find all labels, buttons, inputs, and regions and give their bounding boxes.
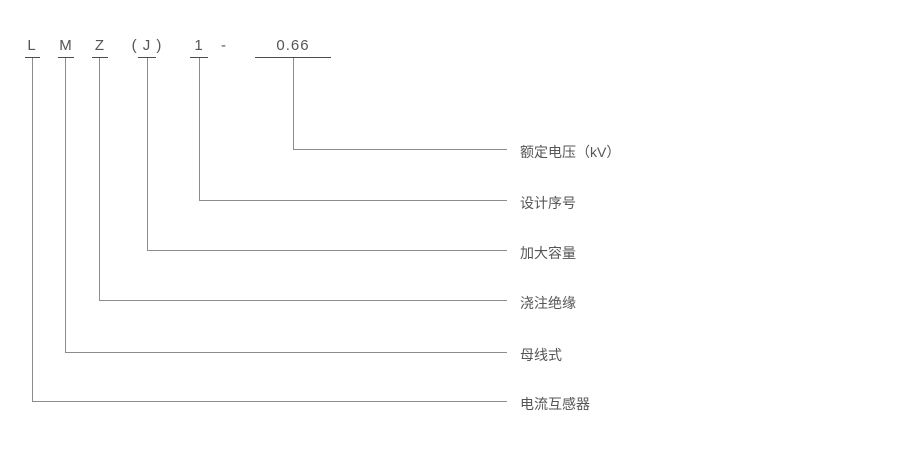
callout-label-rated-voltage: 额定电压（kV） (520, 144, 621, 160)
code-part-L: L (27, 37, 37, 54)
callout-horizontal-line (99, 300, 507, 301)
code-underline-Z (92, 57, 108, 58)
callout-horizontal-line (293, 149, 507, 150)
callout-label-busbar-type: 母线式 (520, 347, 562, 363)
callout-horizontal-line (65, 352, 507, 353)
callout-label-design-serial: 设计序号 (520, 195, 576, 211)
callout-label-current-transformer: 电流互感器 (520, 396, 590, 412)
callout-vertical-line (147, 58, 148, 250)
code-part-Z: Z (94, 37, 106, 54)
callout-label-increased-capacity: 加大容量 (520, 245, 576, 261)
callout-horizontal-line (32, 401, 507, 402)
callout-vertical-line (32, 58, 33, 401)
callout-horizontal-line (147, 250, 507, 251)
code-underline-voltage (255, 57, 331, 58)
callout-vertical-line (293, 58, 294, 149)
code-underline-L (25, 57, 40, 58)
callout-horizontal-line (199, 200, 507, 201)
callout-vertical-line (99, 58, 100, 300)
code-part-hyphen: - (221, 37, 227, 54)
code-underline-J (138, 57, 156, 58)
callout-vertical-line (65, 58, 66, 352)
code-part-J: ( J ) (131, 37, 163, 54)
code-underline-1 (190, 57, 208, 58)
code-part-voltage: 0.66 (276, 37, 310, 54)
callout-label-cast-insulation: 浇注绝缘 (520, 295, 576, 311)
code-part-1: 1 (194, 37, 204, 54)
callout-vertical-line (199, 58, 200, 200)
code-underline-M (58, 57, 74, 58)
code-part-M: M (59, 37, 73, 54)
